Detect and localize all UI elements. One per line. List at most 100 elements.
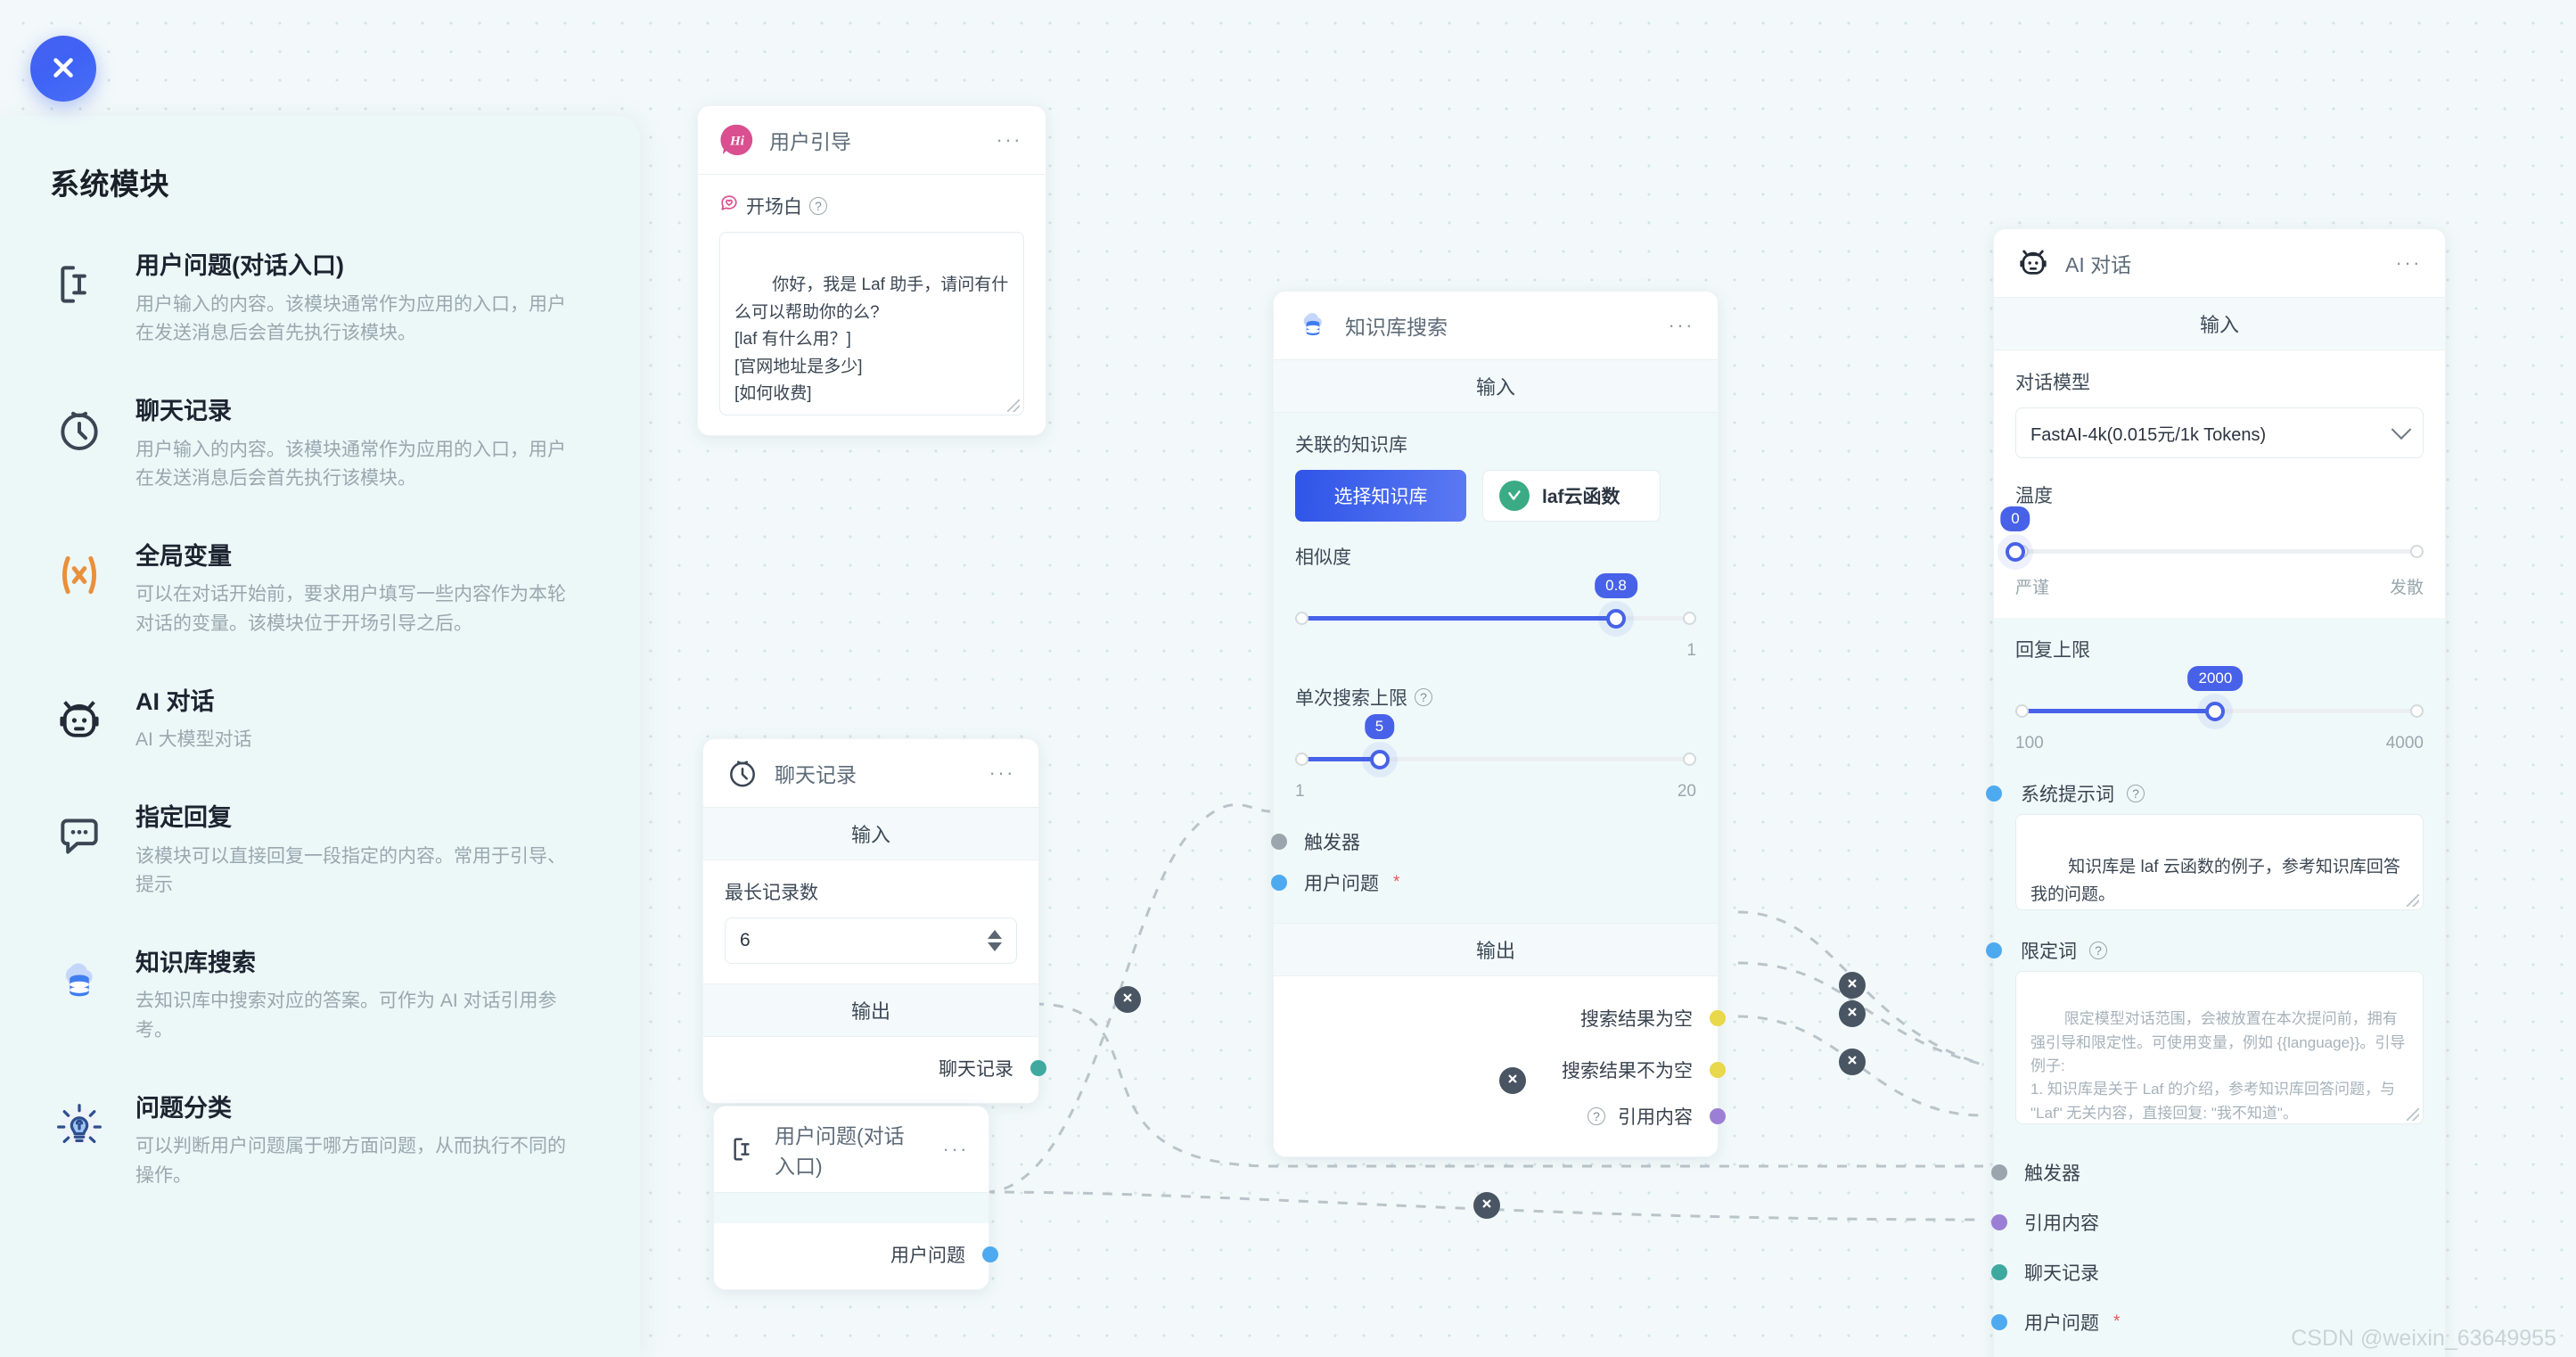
output-quote[interactable]: ? 引用内容 (1295, 1096, 1726, 1137)
output-chat-history[interactable]: 聊天记录 (725, 1048, 1046, 1089)
port-dot[interactable] (1986, 942, 2002, 958)
slider-track[interactable] (2015, 549, 2424, 554)
node-header[interactable]: 知识库搜索 ··· (1274, 292, 1718, 359)
input-chat-history[interactable]: 聊天记录 (1991, 1247, 2424, 1297)
help-icon[interactable]: ? (2127, 785, 2145, 802)
temperature-slider[interactable]: 0 (2000, 506, 2424, 578)
stepper-arrows[interactable] (988, 930, 1002, 951)
input-qualifier[interactable]: 限定词 ? (1986, 930, 2424, 971)
slider-thumb[interactable] (1369, 750, 1390, 769)
opening-textarea[interactable]: 你好，我是 Laf 助手，请问有什么可以帮助你的么? [laf 有什么用？] [… (719, 232, 1024, 415)
node-header[interactable]: Hi 用户引导 ··· (698, 106, 1046, 174)
resize-handle[interactable] (2407, 894, 2419, 907)
node-menu-button[interactable]: ··· (989, 761, 1015, 784)
port-dot[interactable] (1710, 1010, 1726, 1026)
similarity-slider[interactable]: 0.8 (1295, 573, 1696, 645)
node-menu-button[interactable]: ··· (996, 128, 1022, 151)
input-label: 用户问题 (1304, 874, 1379, 894)
sidebar-item-ai-chat[interactable]: AI 对话 AI 大模型对话 (50, 686, 590, 755)
input-trigger[interactable]: 触发器 (1271, 821, 1696, 862)
resize-handle[interactable] (2407, 1108, 2419, 1121)
edge-delete-button[interactable] (1839, 1000, 1866, 1027)
port-dot[interactable] (1991, 1164, 2007, 1180)
node-kb-search[interactable]: 知识库搜索 ··· 输入 关联的知识库 选择知识库 laf云函数 相似度 (1271, 291, 1726, 1157)
database-cloud-icon (50, 952, 109, 1011)
help-icon[interactable]: ? (1415, 688, 1432, 706)
output-nonempty-result[interactable]: 搜索结果不为空 (1295, 1044, 1726, 1096)
sidebar-item-desc: 可以判断用户问题属于哪方面问题，从而执行不同的操作。 (135, 1136, 566, 1186)
sidebar-item-specified-reply[interactable]: 指定回复 该模块可以直接回复一段指定的内容。常用于引导、提示 (50, 802, 590, 901)
node-menu-button[interactable]: ··· (942, 1138, 969, 1160)
input-user-question[interactable]: 用户问题 * (1991, 1297, 2424, 1347)
port-dot[interactable] (1271, 834, 1287, 850)
output-user-question[interactable]: 用户问题 (734, 1234, 998, 1275)
edge-delete-button[interactable] (1839, 1049, 1866, 1075)
node-user-guide[interactable]: Hi 用户引导 ··· 开场白 ? 你好，我是 Laf 助手，请问有什么可以帮助… (697, 105, 1046, 436)
input-label: 触发器 (2024, 1164, 2080, 1184)
system-prompt-textarea[interactable]: 知识库是 laf 云函数的例子，参考知识库回答我的问题。 (2015, 814, 2424, 910)
input-user-question[interactable]: 用户问题 * (1271, 862, 1696, 903)
edge-delete-button[interactable] (1499, 1067, 1526, 1094)
port-dot[interactable] (1991, 1314, 2007, 1330)
help-icon[interactable]: ? (809, 197, 827, 215)
input-trigger[interactable]: 触发器 (1991, 1147, 2424, 1197)
slider-thumb[interactable] (1606, 609, 1626, 629)
edge-delete-button[interactable] (1839, 972, 1866, 999)
node-menu-button[interactable]: ··· (1668, 314, 1694, 336)
output-empty-result[interactable]: 搜索结果为空 (1295, 992, 1726, 1044)
sidebar-item-chat-history[interactable]: 聊天记录 用户输入的内容。该模块通常作为应用的入口，用户在发送消息后会首先执行该… (50, 395, 590, 494)
node-menu-button[interactable]: ··· (2395, 251, 2422, 274)
slider-value-bubble: 2000 (2187, 666, 2244, 691)
port-dot[interactable] (1710, 1108, 1726, 1124)
resize-handle[interactable] (1007, 399, 1020, 412)
qualifier-textarea[interactable]: 限定模型对话范围，会被放置在本次提问前，拥有强引导和限定性。可使用变量，例如 {… (2015, 971, 2424, 1124)
node-header[interactable]: 聊天记录 ··· (703, 739, 1038, 807)
port-dot[interactable] (1986, 785, 2002, 802)
port-dot[interactable] (1271, 875, 1287, 891)
node-header[interactable]: AI 对话 ··· (1994, 229, 2445, 297)
slider-thumb[interactable] (2205, 702, 2226, 721)
maxtokens-max: 4000 (2385, 734, 2424, 753)
select-kb-button[interactable]: 选择知识库 (1295, 470, 1466, 522)
slider-track[interactable] (1295, 757, 1696, 761)
port-dot[interactable] (1030, 1060, 1046, 1076)
node-header[interactable]: 用户问题(对话入口) ··· (714, 1106, 989, 1192)
sidebar-item-kb-search[interactable]: 知识库搜索 去知识库中搜索对应的答案。可作为 AI 对话引用参考。 (50, 947, 590, 1046)
port-dot[interactable] (982, 1246, 998, 1262)
maxtokens-slider[interactable]: 2000 (2015, 666, 2424, 737)
variable-icon (50, 546, 109, 604)
input-quote[interactable]: 引用内容 (1991, 1197, 2424, 1247)
max-records-label: 最长记录数 (725, 883, 818, 903)
port-dot[interactable] (1991, 1214, 2007, 1230)
help-icon[interactable]: ? (1587, 1107, 1605, 1125)
stepper-up-icon[interactable] (988, 930, 1002, 939)
help-icon[interactable]: ? (2089, 942, 2107, 959)
port-dot[interactable] (1710, 1062, 1726, 1078)
sidebar-item-user-question[interactable]: 用户问题(对话入口) 用户输入的内容。该模块通常作为应用的入口，用户在发送消息后… (50, 250, 590, 349)
limit-slider[interactable]: 5 (1295, 714, 1696, 785)
model-select[interactable]: FastAI-4k(0.015元/1k Tokens) (2015, 407, 2424, 458)
port-dot[interactable] (1991, 1264, 2007, 1280)
slider-min-cap (1295, 753, 1309, 766)
input-system-prompt[interactable]: 系统提示词 ? (1986, 773, 2424, 814)
clock-icon (50, 400, 109, 459)
stepper-down-icon[interactable] (988, 942, 1002, 951)
node-user-question[interactable]: 用户问题(对话入口) ··· 用户问题 (713, 1106, 998, 1290)
close-panel-button[interactable] (30, 36, 96, 102)
edge-delete-button[interactable] (1114, 986, 1141, 1013)
close-circle-icon (1480, 1197, 1494, 1215)
limit-label-row: 单次搜索上限 ? (1295, 684, 1696, 711)
guide-body: 开场白 ? 你好，我是 Laf 助手，请问有什么可以帮助你的么? [laf 有什… (698, 175, 1046, 435)
edge-delete-button[interactable] (1473, 1192, 1500, 1219)
sidebar-item-question-classify[interactable]: 问题分类 可以判断用户问题属于哪方面问题，从而执行不同的操作。 (50, 1092, 590, 1191)
node-chat-history[interactable]: 聊天记录 ··· 输入 最长记录数 6 输出 聊天记录 (702, 738, 1046, 1104)
hi-avatar-icon: Hi (719, 122, 755, 158)
slider-fill (2015, 709, 2216, 713)
sidebar-item-label: 指定回复 (135, 803, 232, 831)
slider-thumb[interactable] (2006, 542, 2025, 562)
kb-chip-laf[interactable]: laf云函数 (1482, 470, 1661, 522)
sidebar-item-global-variable[interactable]: 全局变量 可以在对话开始前，要求用户填写一些内容作为本轮对话的变量。该模块位于开… (50, 540, 590, 639)
slider-fill (1295, 757, 1380, 761)
node-ai-chat[interactable]: AI 对话 ··· 输入 对话模型 FastAI-4k(0.015元/1k To… (1986, 228, 2446, 1357)
max-records-stepper[interactable]: 6 (725, 917, 1017, 964)
